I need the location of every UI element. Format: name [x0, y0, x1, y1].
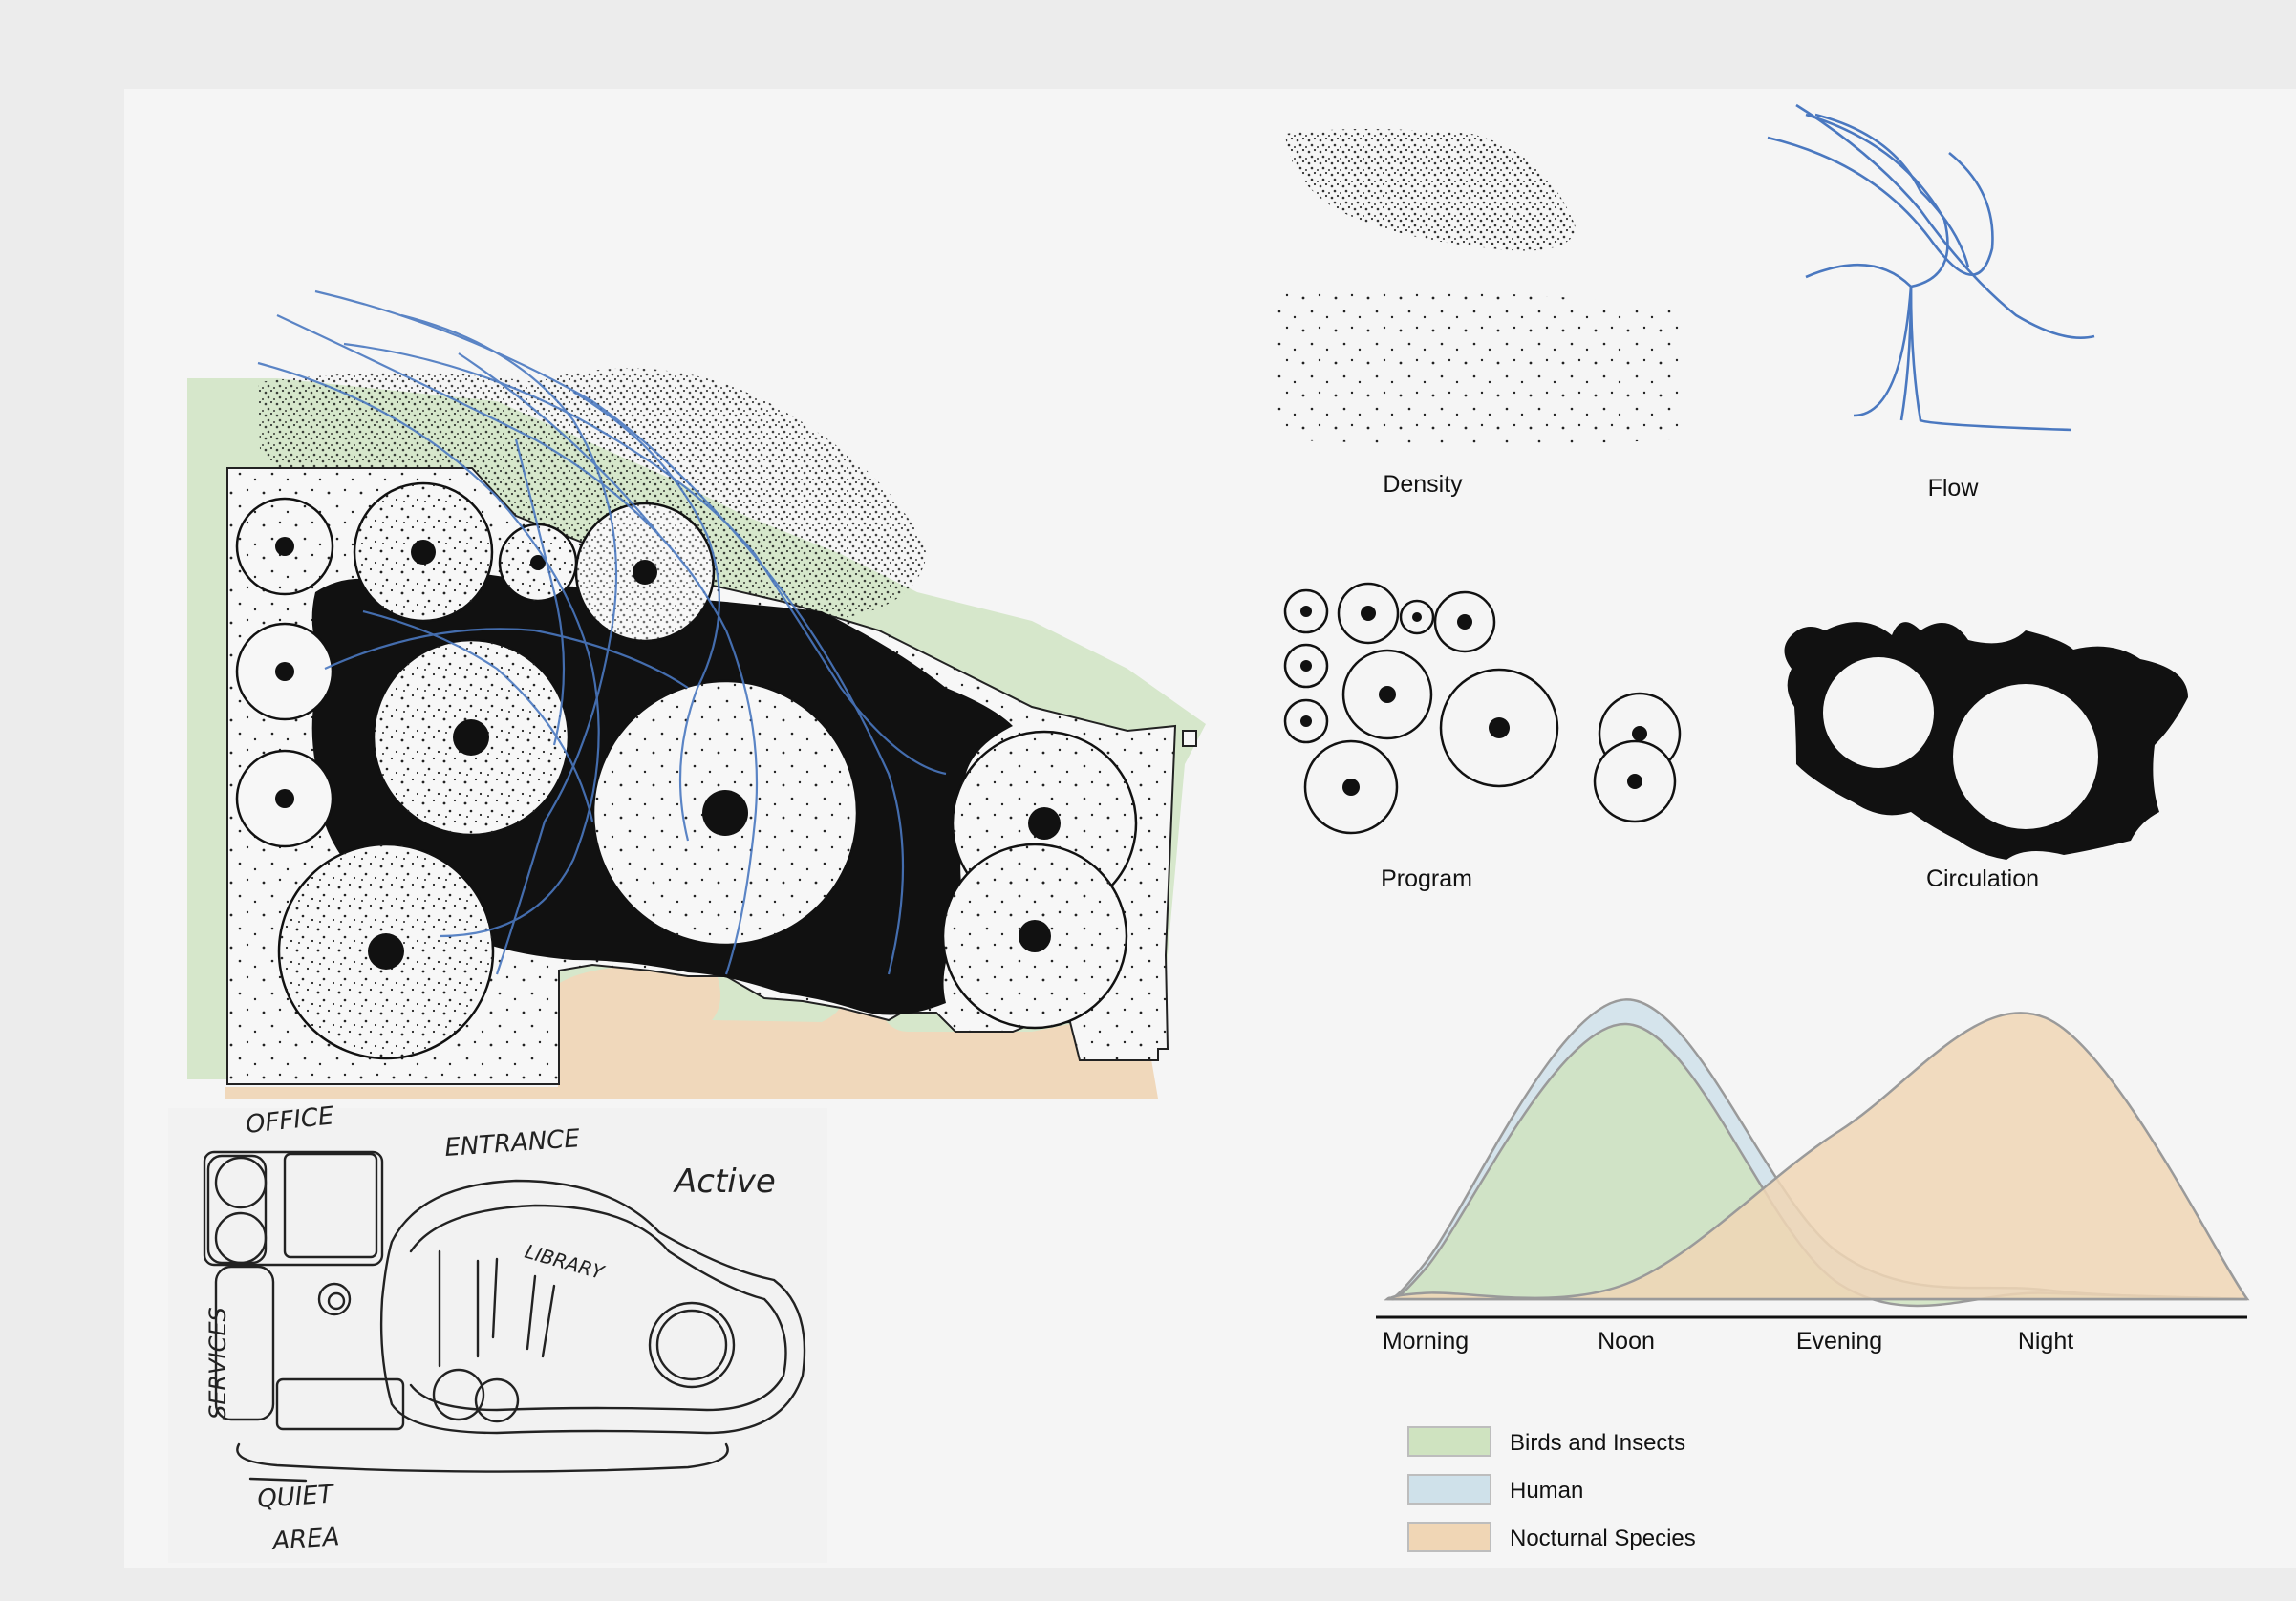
legend-label-birds-and-insects: Birds and Insects — [1510, 1430, 1685, 1456]
flow-diagram — [1767, 103, 2095, 432]
sketch-label-active: Active — [673, 1163, 776, 1201]
density-label: Density — [1383, 471, 1463, 498]
sketch-paper — [168, 1108, 827, 1563]
legend-swatch-birds-and-insects — [1407, 1426, 1491, 1457]
x-tick-noon: Noon — [1598, 1328, 1655, 1355]
circulation-diagram: Circulation — [1784, 622, 2188, 892]
chart-series-group — [1384, 998, 2250, 1308]
series-area-nocturnal-species — [1386, 1012, 2250, 1301]
tan-zone — [225, 966, 1158, 1099]
sketch-label-area: AREA — [269, 1523, 340, 1556]
sketch-label-quiet: QUIET — [256, 1480, 335, 1514]
x-tick-night: Night — [2018, 1328, 2073, 1355]
legend-label-nocturnal-species: Nocturnal Species — [1510, 1526, 1696, 1551]
program-diagram: Program — [1283, 582, 1682, 892]
plan-flow-lines — [257, 289, 947, 975]
activity-chart: Morning Noon Evening Night Birds and Insect… — [1376, 998, 2250, 1552]
stipple-density-zone — [258, 368, 927, 621]
legend-swatch-nocturnal-species — [1407, 1522, 1491, 1552]
density-diagram: Density — [1276, 129, 1682, 498]
flow-label: Flow — [1928, 475, 1980, 502]
site-plan — [187, 289, 1206, 1099]
legend-swatch-human — [1407, 1474, 1491, 1505]
program-centers — [275, 537, 1061, 970]
legend-label-human: Human — [1510, 1478, 1583, 1504]
sketch-label-services: SERVICES — [204, 1307, 231, 1420]
x-tick-labels: Morning Noon Evening Night — [1383, 1328, 2073, 1355]
hand-sketch: OFFICE ENTRANCE Active LIBRARY SERVICES … — [168, 1101, 827, 1563]
x-tick-morning: Morning — [1383, 1328, 1469, 1355]
program-label: Program — [1381, 865, 1472, 892]
circulation-label: Circulation — [1926, 865, 2039, 892]
x-tick-evening: Evening — [1796, 1328, 1882, 1355]
